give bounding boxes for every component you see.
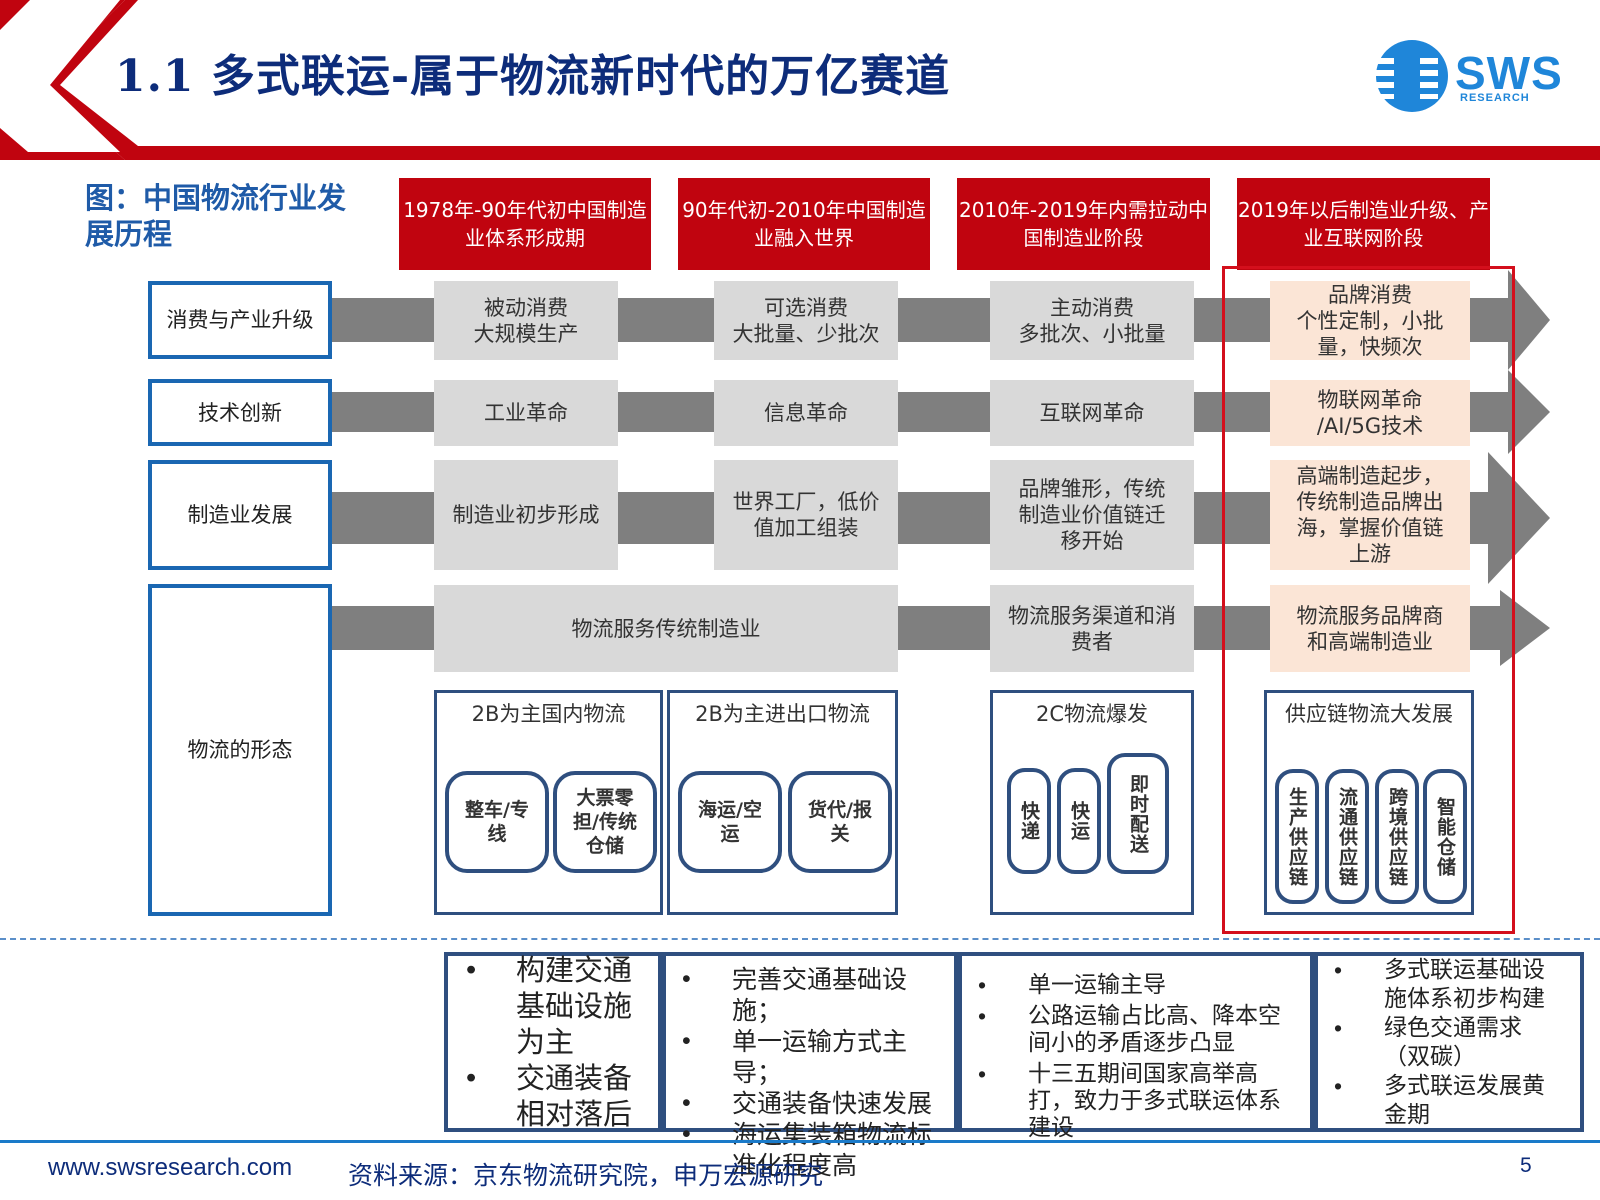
logistics-form-2c: 2C物流爆发 快递 快运 即时配送 — [990, 690, 1194, 915]
logistics-form-supply-chain: 供应链物流大发展 生产供应链 流通供应链 跨境供应链 智能仓储 — [1264, 690, 1474, 915]
era-header-1: 1978年-90年代初中国制造业体系形成期 — [399, 178, 651, 270]
frame-title: 2C物流爆发 — [1035, 702, 1149, 726]
pill-item: 生产供应链 — [1275, 769, 1319, 904]
footer-website: www.swsresearch.com — [48, 1154, 293, 1181]
section-divider — [0, 938, 1600, 940]
pill-item: 跨境供应链 — [1375, 769, 1419, 904]
pill-item: 智能仓储 — [1423, 769, 1467, 904]
cell-consumption-era2: 可选消费 大批量、少批次 — [714, 281, 898, 360]
pill-item: 流通供应链 — [1325, 769, 1369, 904]
transport-bullet: 构建交通基础设施为主 — [466, 952, 658, 1060]
slide-title: 1.1 多式联运-属于物流新时代的万亿赛道 — [115, 51, 951, 102]
transport-bullet: 交通装备快速发展 — [682, 1088, 954, 1119]
pill-item: 整车/专线 — [445, 771, 549, 873]
transport-bullet: 十三五期间国家高举高打，致力于多式联运体系建设 — [978, 1061, 1298, 1142]
cell-technology-era3: 互联网革命 — [990, 380, 1194, 446]
logistics-form-export-2b: 2B为主进出口物流 海运/空运 货代/报关 — [667, 690, 898, 915]
transport-box-era4: 多式联运基础设施体系初步构建 绿色交通需求（双碳） 多式联运发展黄金期 — [1314, 952, 1584, 1132]
era-header-3: 2010年-2019年内需拉动中国制造业阶段 — [957, 178, 1210, 270]
transport-bullet: 公路运输占比高、降本空间小的矛盾逐步凸显 — [978, 1003, 1298, 1057]
era-header-2: 90年代初-2010年中国制造业融入世界 — [678, 178, 930, 270]
pill-item: 快运 — [1057, 768, 1101, 874]
pill-item: 大票零担/传统仓储 — [553, 771, 657, 873]
frame-title: 供应链物流大发展 — [1285, 702, 1453, 726]
transport-box-era3: 单一运输主导 公路运输占比高、降本空间小的矛盾逐步凸显 十三五期间国家高举高打，… — [958, 952, 1314, 1141]
figure-caption: 图：中国物流行业发展历程 — [85, 181, 347, 251]
sws-logo-icon — [1374, 40, 1448, 112]
page-number: 5 — [1520, 1154, 1532, 1177]
cell-logistics-era3: 物流服务渠道和消费者 — [990, 585, 1194, 672]
cell-consumption-era1: 被动消费 大规模生产 — [434, 281, 618, 360]
header-decoration — [0, 0, 1600, 160]
row-label-logistics: 物流的形态 — [148, 584, 332, 916]
transport-bullet: 海运集装箱物流标准化程度高 — [682, 1119, 954, 1181]
transport-bullet: 单一运输方式主导； — [682, 1026, 954, 1088]
pill-item: 海运/空运 — [678, 771, 782, 873]
pill-item: 快递 — [1007, 768, 1051, 874]
cell-manufacturing-era1: 制造业初步形成 — [434, 460, 618, 570]
footer-divider — [0, 1140, 1600, 1143]
row-label-technology: 技术创新 — [148, 379, 332, 446]
transport-bullet: 完善交通基础设施； — [682, 964, 954, 1026]
cell-consumption-era4: 品牌消费 个性定制，小批量，快频次 — [1270, 281, 1470, 360]
cell-technology-era2: 信息革命 — [714, 380, 898, 446]
transport-bullet: 多式联运发展黄金期 — [1334, 1072, 1566, 1130]
transport-box-era2: 完善交通基础设施； 单一运输方式主导； 交通装备快速发展 海运集装箱物流标准化程… — [662, 952, 958, 1180]
transport-bullet: 单一运输主导 — [978, 972, 1298, 999]
frame-title: 2B为主国内物流 — [471, 702, 626, 726]
transport-bullet: 交通装备相对落后 — [466, 1060, 658, 1132]
transport-bullet: 多式联运基础设施体系初步构建 — [1334, 956, 1566, 1014]
transport-bullet: 绿色交通需求（双碳） — [1334, 1014, 1566, 1072]
arrow-row-3 — [332, 452, 1550, 584]
cell-technology-era1: 工业革命 — [434, 380, 618, 446]
arrow-row-1 — [332, 270, 1550, 370]
highlight-frame-current-era — [1222, 266, 1515, 934]
row-label-manufacturing: 制造业发展 — [148, 460, 332, 570]
transport-box-era1: 构建交通基础设施为主 交通装备相对落后 — [444, 952, 662, 1132]
cell-technology-era4: 物联网革命 /AI/5G技术 — [1270, 380, 1470, 446]
cell-manufacturing-era4: 高端制造起步，传统制造品牌出海，掌握价值链上游 — [1270, 460, 1470, 570]
frame-title: 2B为主进出口物流 — [695, 702, 870, 726]
cell-logistics-era1-2: 物流服务传统制造业 — [434, 585, 898, 672]
era-header-4: 2019年以后制造业升级、产业互联网阶段 — [1237, 178, 1490, 270]
cell-manufacturing-era3: 品牌雏形，传统制造业价值链迁移开始 — [990, 460, 1194, 570]
logistics-form-domestic-2b: 2B为主国内物流 整车/专线 大票零担/传统仓储 — [434, 690, 663, 915]
arrow-row-2 — [332, 370, 1550, 454]
logo-subtitle: RESEARCH — [1460, 92, 1530, 104]
logo-wordmark: SWS — [1455, 47, 1563, 99]
row-label-consumption: 消费与产业升级 — [148, 281, 332, 359]
footer-source: 资料来源：京东物流研究院，申万宏源研究 — [348, 1161, 824, 1190]
cell-consumption-era3: 主动消费 多批次、小批量 — [990, 281, 1194, 360]
pill-item: 即时配送 — [1107, 753, 1169, 874]
cell-logistics-era4: 物流服务品牌商和高端制造业 — [1270, 585, 1470, 672]
cell-manufacturing-era2: 世界工厂，低价值加工组装 — [714, 460, 898, 570]
pill-item: 货代/报关 — [788, 771, 892, 873]
